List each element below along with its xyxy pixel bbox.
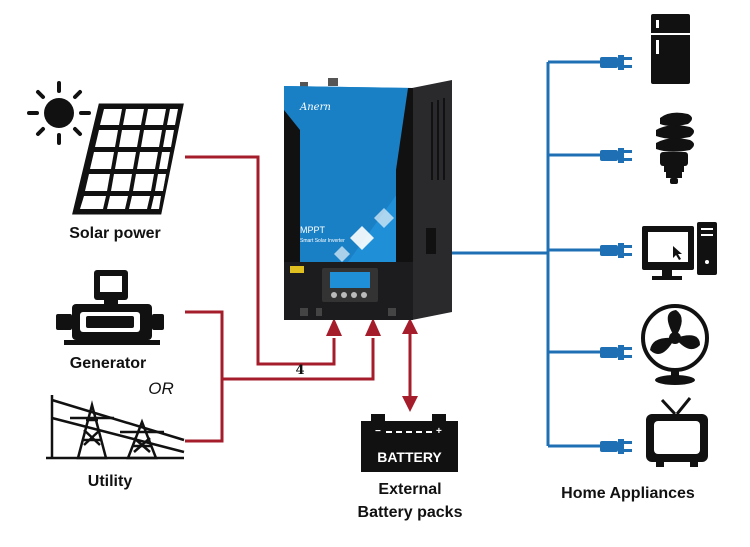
- inverter-subtitle: Smart Solar Inverter: [300, 238, 345, 244]
- or-label: OR: [148, 379, 174, 398]
- utility-label: Utility: [87, 473, 133, 490]
- battery-label: BATTERY: [377, 449, 442, 465]
- output-wiring: [452, 60, 600, 448]
- plug-icon: [600, 439, 632, 454]
- external-label-line2: Battery packs: [357, 504, 463, 521]
- svg-text:−: −: [375, 426, 381, 437]
- lcd-display: [330, 272, 370, 288]
- sun-icon: [27, 81, 91, 145]
- utility-wire: [185, 379, 224, 443]
- utility-towers-icon: [46, 395, 185, 460]
- plug-icon: [600, 243, 632, 258]
- solar-panel-icon: [72, 103, 184, 215]
- svg-text:+: +: [436, 426, 442, 437]
- tv-icon: [646, 397, 708, 467]
- computer-icon: [642, 222, 717, 280]
- solar-wire: [185, 155, 336, 366]
- generator-wire: [185, 310, 375, 381]
- battery-icon: − + BATTERY: [361, 414, 458, 472]
- plug-icon: [600, 148, 632, 163]
- inverter-device: Anern MPPT Smart Solar Inverter: [284, 78, 452, 320]
- plug-icon: [600, 345, 632, 360]
- control-buttons: [331, 292, 367, 298]
- generator-icon: [56, 270, 164, 345]
- bulb-icon: [656, 112, 694, 184]
- home-appliances-label: Home Appliances: [561, 485, 695, 502]
- plug-icon: [600, 55, 632, 70]
- fridge-icon: [651, 14, 690, 84]
- external-label-line1: External: [378, 481, 442, 498]
- input-wiring: [185, 155, 412, 443]
- solar-power-label: Solar power: [69, 225, 161, 242]
- wire-number-label: 4: [295, 363, 305, 378]
- inverter-mode: MPPT: [300, 225, 326, 235]
- warning-label: [290, 266, 304, 273]
- fan-icon: [641, 304, 709, 385]
- solar-arrowhead: [326, 318, 342, 336]
- plugs: [600, 55, 632, 454]
- inverter-brand: Anern: [299, 102, 331, 113]
- input-arrows: [326, 318, 418, 412]
- battery-arrowhead-up: [402, 318, 418, 334]
- generator-label: Generator: [69, 355, 147, 372]
- battery-arrowhead-down: [402, 396, 418, 412]
- generator-arrowhead: [365, 318, 381, 336]
